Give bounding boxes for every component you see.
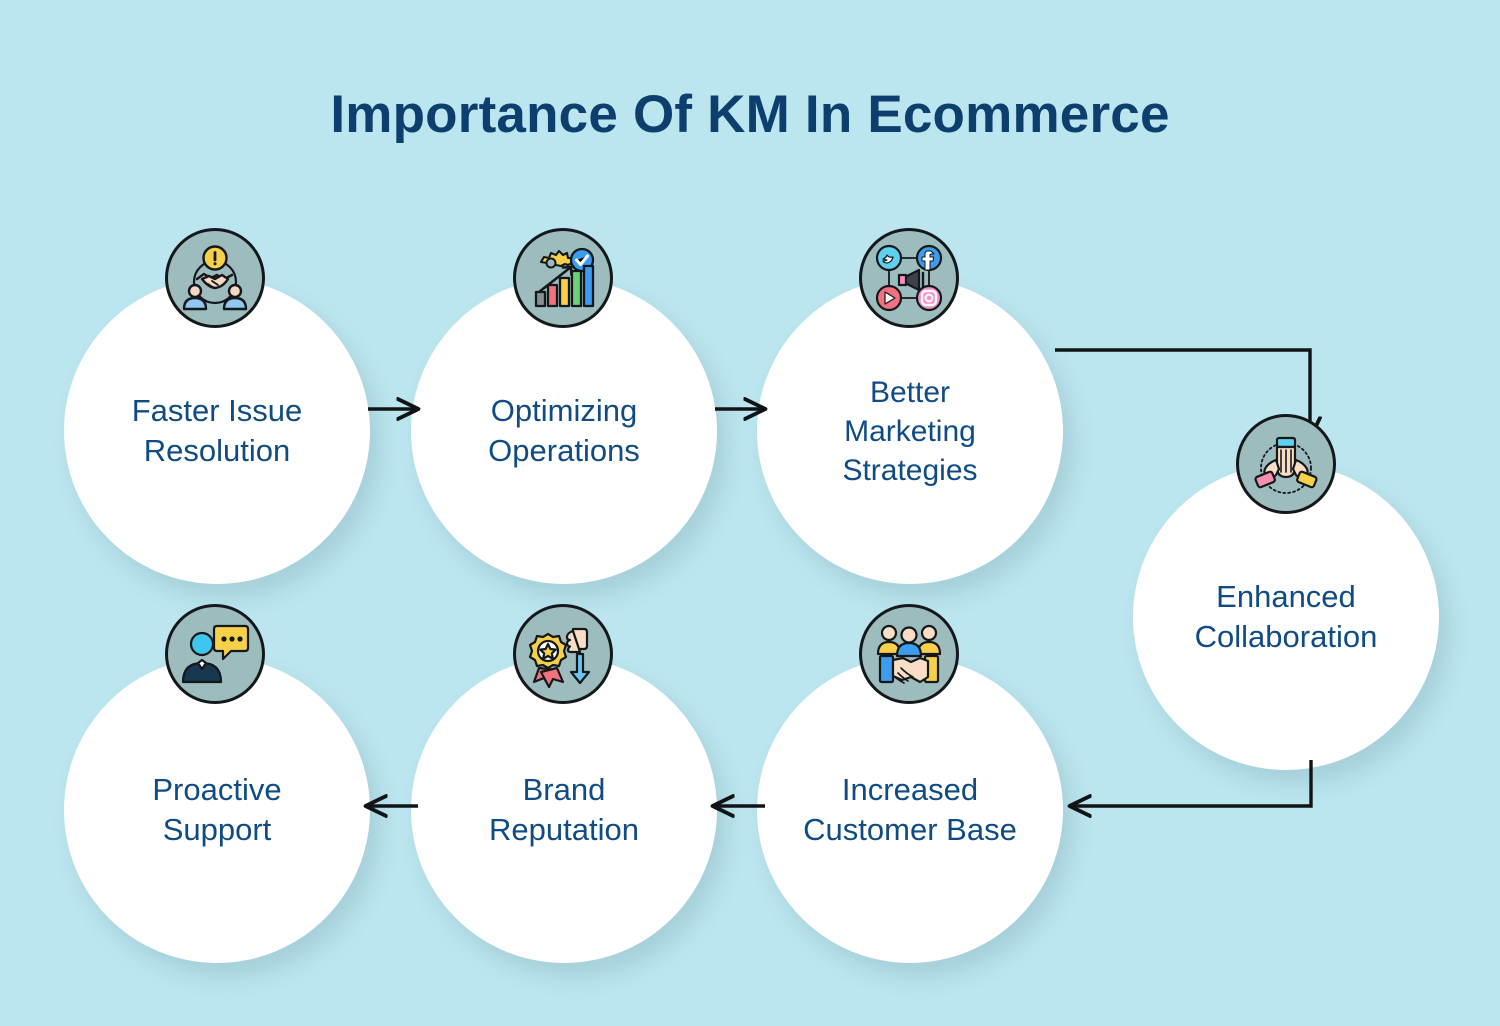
node-label: Proactive Support xyxy=(152,771,282,847)
award-thumbsdown-icon xyxy=(513,604,613,704)
node-label: Enhanced Collaboration xyxy=(1194,578,1378,654)
node-label: Brand Reputation xyxy=(489,771,639,847)
node-faster-issue-resolution[interactable]: Faster Issue Resolution xyxy=(64,278,370,584)
person-chat-icon xyxy=(165,604,265,704)
node-optimizing-operations[interactable]: Optimizing Operations xyxy=(411,278,717,584)
node-enhanced-collaboration[interactable]: Enhanced Collaboration xyxy=(1133,464,1439,770)
node-label: Faster Issue Resolution xyxy=(131,392,303,468)
node-proactive-support[interactable]: Proactive Support xyxy=(64,657,370,963)
node-label: Optimizing Operations xyxy=(488,392,640,468)
node-increased-customer-base[interactable]: Increased Customer Base xyxy=(757,657,1063,963)
handshake-alert-icon xyxy=(165,228,265,328)
node-better-marketing-strategies[interactable]: Better Marketing Strategies xyxy=(757,278,1063,584)
node-label: Increased Customer Base xyxy=(803,771,1017,847)
page-title: Importance Of KM In Ecommerce xyxy=(330,85,1170,144)
arrow-3 xyxy=(1055,348,1310,438)
arrow-4 xyxy=(1070,760,1313,806)
growth-chart-gear-icon xyxy=(513,228,613,328)
team-hands-icon xyxy=(1236,414,1336,514)
node-label: Better Marketing Strategies xyxy=(842,375,978,487)
group-handshake-icon xyxy=(859,604,959,704)
node-brand-reputation[interactable]: Brand Reputation xyxy=(411,657,717,963)
social-megaphone-icon xyxy=(859,228,959,328)
